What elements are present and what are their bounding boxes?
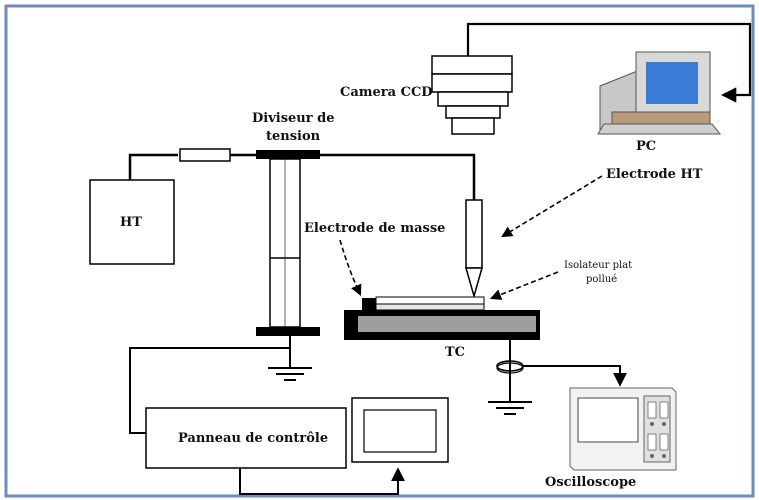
oscilloscope-label: Oscilloscope bbox=[545, 475, 636, 490]
ground-electrode-label: Electrode de masse bbox=[304, 221, 445, 236]
control-panel-box bbox=[145, 407, 347, 469]
control-monitor-icon bbox=[351, 397, 449, 463]
hv-electrode-label: Electrode HT bbox=[606, 167, 703, 182]
ht-supply-wire bbox=[128, 153, 178, 180]
ground-electrode-pointer bbox=[339, 239, 362, 297]
hv-electrode-icon bbox=[465, 199, 483, 299]
pc-icon bbox=[597, 51, 722, 135]
camera-pc-cable bbox=[466, 22, 752, 103]
insulator-label-line1: Isolateur plat bbox=[564, 260, 632, 271]
hv-electrode-pointer bbox=[501, 175, 603, 238]
hv-electrode-wire bbox=[320, 153, 476, 200]
voltage-divider bbox=[256, 150, 320, 336]
control-panel-divider-wire bbox=[129, 347, 290, 434]
insulator-label-line2: pollué bbox=[586, 274, 617, 285]
insulator-pointer bbox=[489, 271, 559, 300]
divider-label-line2: tension bbox=[266, 129, 321, 144]
ht-source-label: HT bbox=[120, 215, 142, 230]
diagram-frame bbox=[4, 4, 755, 498]
camera-label: Camera CCD bbox=[340, 85, 433, 100]
series-resistor-icon bbox=[179, 148, 231, 162]
divider-label-line1: Diviseur de bbox=[252, 111, 334, 126]
tc-to-oscilloscope-wire bbox=[523, 365, 627, 387]
oscilloscope-icon bbox=[569, 387, 677, 471]
pc-label: PC bbox=[636, 139, 656, 154]
tc-ground-icon bbox=[488, 401, 532, 415]
ccd-camera-icon bbox=[431, 55, 513, 135]
control-panel-monitor-wire bbox=[239, 467, 405, 495]
tc-label: TC bbox=[445, 345, 465, 360]
insulator-assembly bbox=[344, 296, 540, 340]
ht-source-box bbox=[89, 179, 175, 265]
current-transformer-ring-inner bbox=[496, 362, 524, 374]
divider-ground-icon bbox=[268, 367, 312, 381]
control-panel-label: Panneau de contrôle bbox=[178, 431, 328, 446]
